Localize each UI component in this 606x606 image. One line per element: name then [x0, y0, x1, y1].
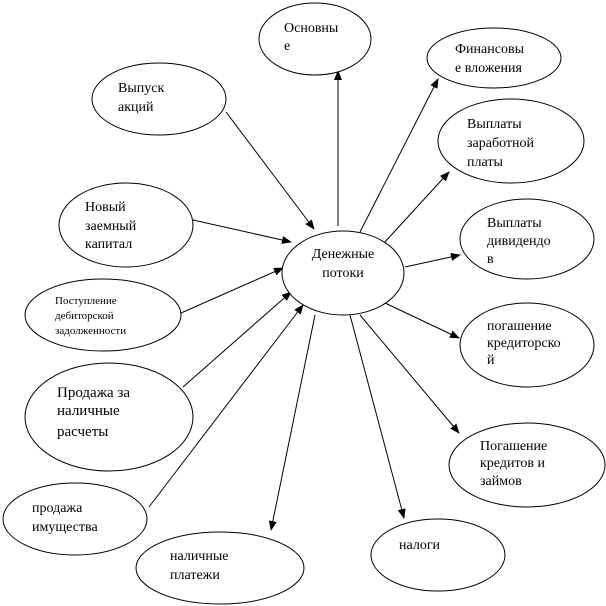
node-label: налоги	[399, 538, 441, 553]
node-label: заработной	[467, 136, 535, 151]
arrow-cash-sales-to-center	[182, 291, 292, 388]
node-label: дебиторской	[55, 310, 114, 322]
arrow-receivables-to-center	[180, 267, 284, 314]
node-label: наличные	[57, 403, 120, 419]
node-label: капитал	[85, 237, 132, 252]
arrow-center-to-cash-payments	[268, 314, 316, 531]
node-label: потоки	[322, 266, 364, 281]
node-cash-payments: наличные платежи	[135, 531, 305, 605]
node-label: займов	[480, 474, 522, 489]
arrow-share-issue-to-center	[225, 111, 315, 230]
node-label: задолженности	[55, 325, 126, 337]
arrow-center-to-financial-investments	[359, 78, 439, 233]
node-financial-investments: Финансовы е вложения	[426, 27, 562, 89]
node-cash-flows: Денежные потоки	[281, 230, 405, 316]
node-label: Денежные	[312, 247, 374, 262]
node-label: имущества	[32, 520, 98, 535]
node-label: Основны	[284, 21, 339, 36]
node-label: е	[284, 39, 290, 54]
node-taxes: налоги	[370, 518, 506, 592]
node-fixed-assets: Основны е	[258, 2, 372, 76]
arrow-center-to-dividends	[404, 253, 461, 268]
node-label: платы	[467, 155, 503, 170]
arrow-center-to-wages	[383, 171, 450, 244]
node-dividend-payments: Выплаты дивидендо в	[459, 198, 595, 280]
node-loan-repayment: Погашение кредитов и займов	[448, 422, 606, 508]
node-label: расчеты	[57, 424, 108, 440]
node-label: й	[487, 353, 495, 368]
node-receivables-collection: Поступление дебиторской задолженности	[24, 278, 182, 352]
node-label: Выплаты	[467, 117, 522, 132]
node-label: Продажа за	[57, 385, 130, 401]
node-label: в	[487, 252, 494, 267]
arrow-asset-sale-to-center	[148, 304, 304, 508]
node-label: кредитов и	[480, 456, 545, 471]
node-label: акций	[118, 100, 154, 115]
arrows	[148, 70, 461, 531]
node-label: е вложения	[455, 61, 522, 76]
node-cash-sales: Продажа за наличные расчеты	[24, 362, 194, 472]
node-wage-payments: Выплаты заработной платы	[437, 98, 585, 184]
node-label: Поступление	[55, 295, 117, 307]
node-new-borrowed-capital: Новый заемный капитал	[58, 182, 194, 268]
node-asset-sale: продажа имущества	[2, 482, 148, 556]
node-label: наличные	[170, 549, 228, 564]
node-label: Финансовы	[455, 42, 525, 57]
node-payables-repayment: погашение кредиторско й	[459, 302, 595, 388]
node-label: кредиторско	[487, 336, 561, 351]
arrow-center-to-loans	[359, 314, 460, 434]
node-label: Новый	[85, 200, 126, 215]
node-label: Выпуск	[118, 81, 164, 96]
node-label: дивидендо	[487, 234, 551, 249]
node-label: Погашение	[480, 439, 547, 454]
arrow-center-to-taxes	[349, 314, 406, 519]
node-label: погашение	[487, 319, 552, 334]
arrow-center-to-payables	[384, 302, 460, 339]
arrow-borrowed-capital-to-center	[192, 219, 292, 244]
node-label: продажа	[32, 501, 83, 516]
node-label: платежи	[170, 568, 220, 583]
node-label: Выплаты	[487, 216, 542, 231]
node-share-issue: Выпуск акций	[91, 62, 227, 136]
node-label: заемный	[85, 219, 137, 234]
